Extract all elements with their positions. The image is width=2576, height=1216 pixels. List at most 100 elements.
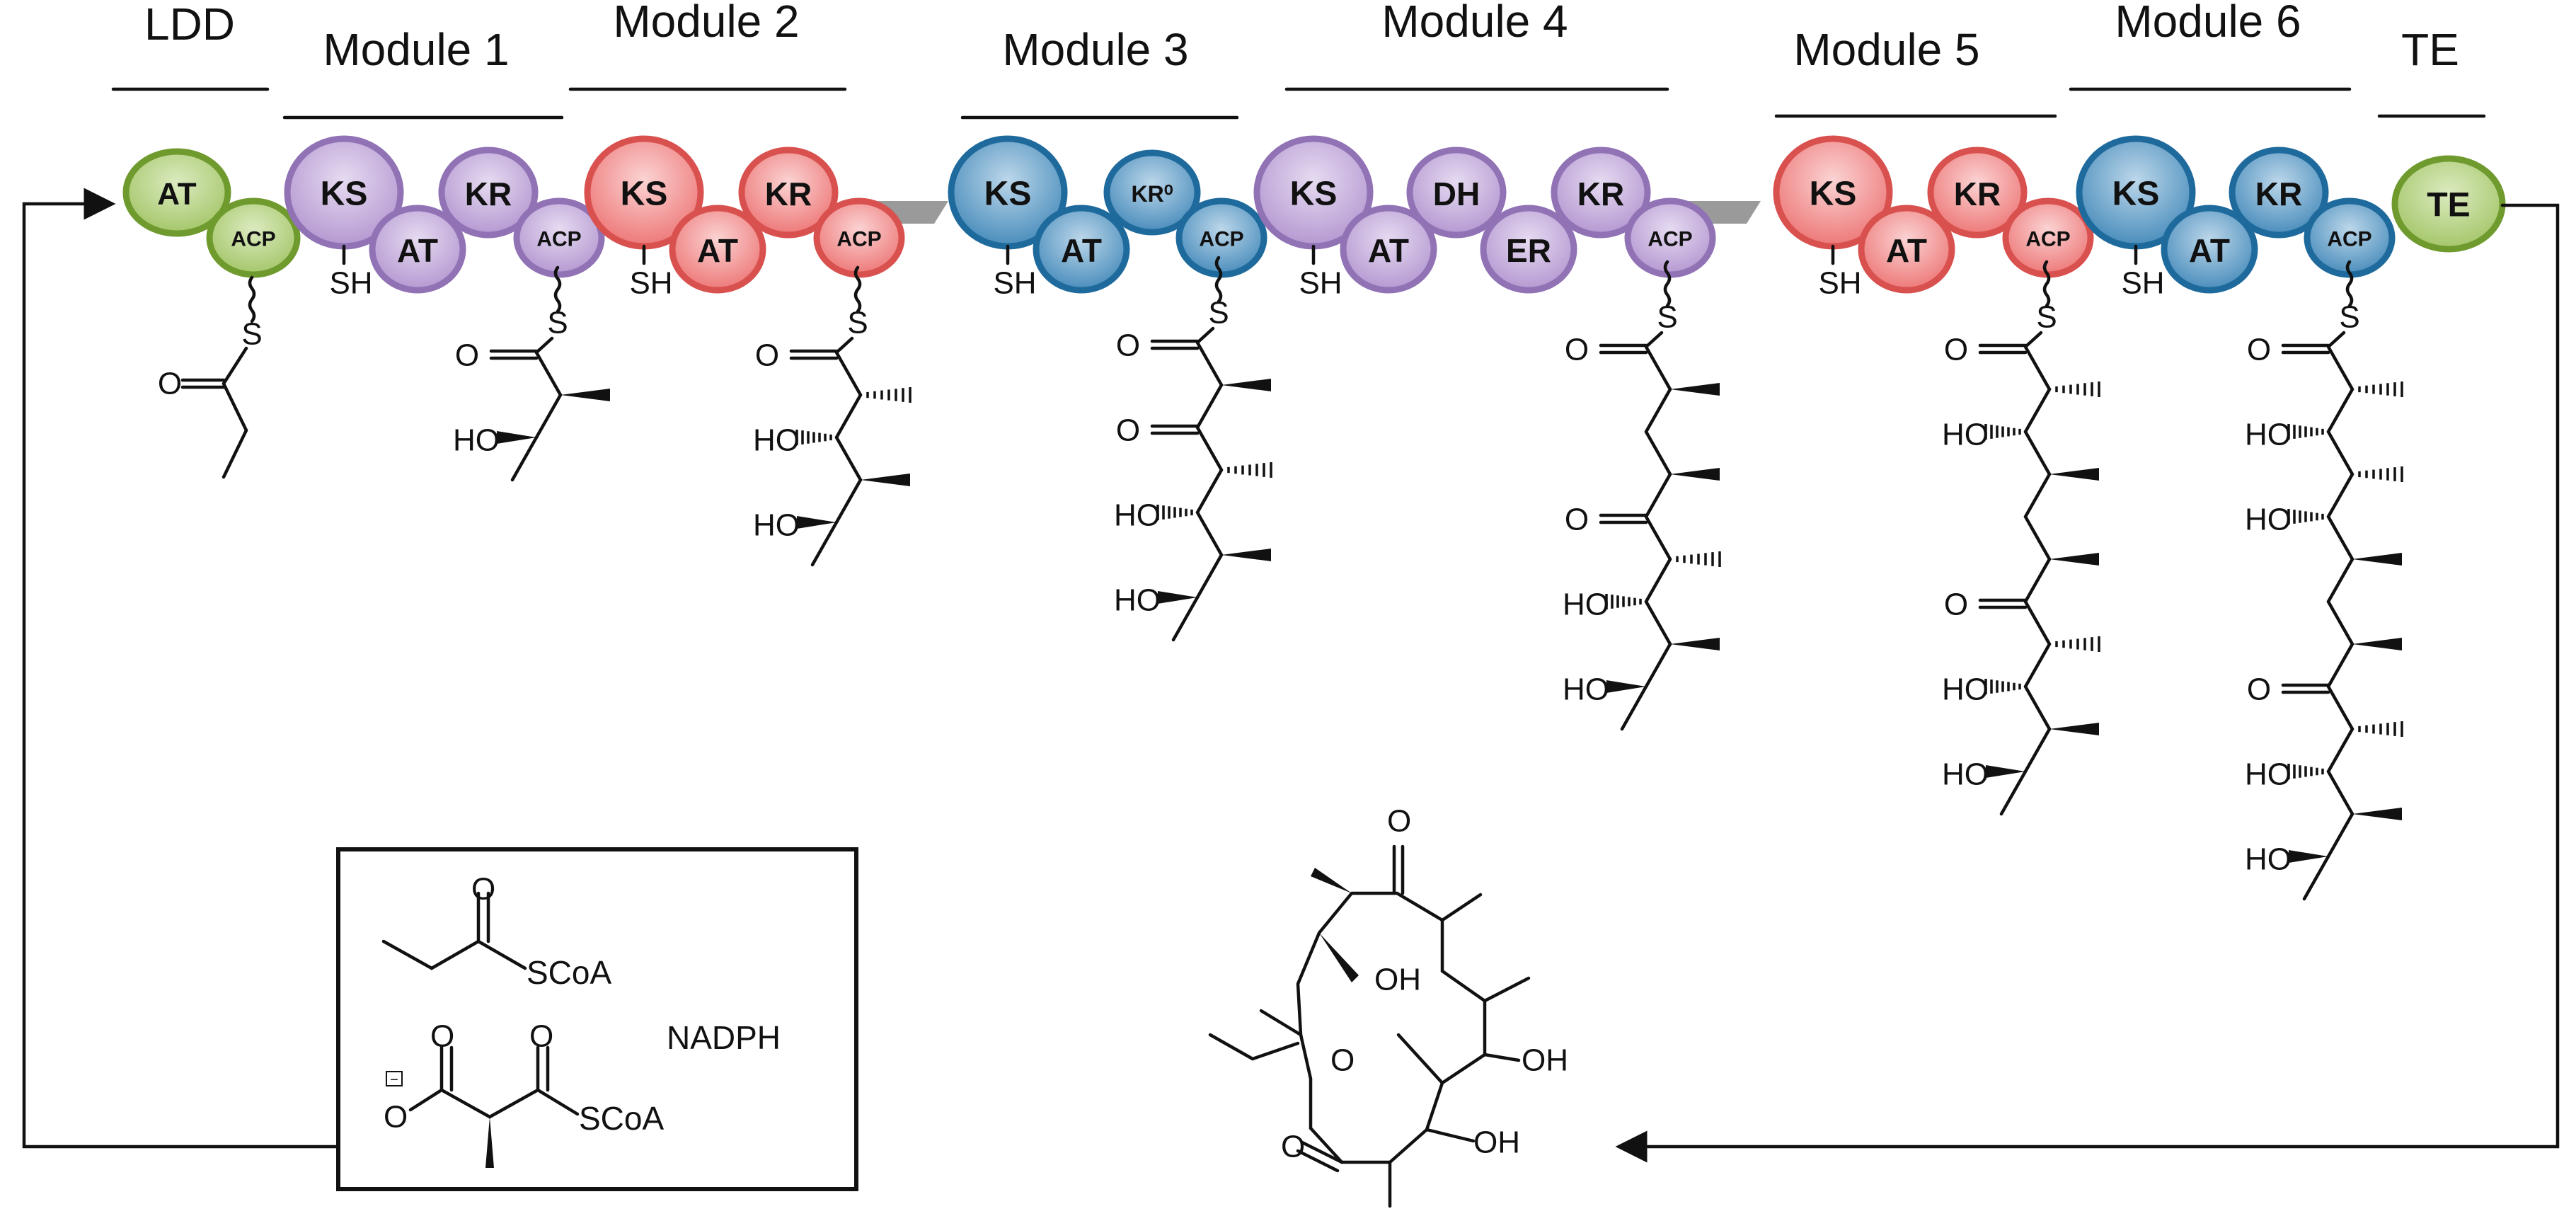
ks-thiol-label: SH	[329, 266, 372, 301]
intermediate-structures: SOSOHOSOHOHOSOOHOHOSOOHOHOSOHOOHOHOSOHOH…	[158, 256, 2403, 901]
ks-thiol-label: SH	[993, 266, 1036, 301]
product-oh-1: OH	[1374, 963, 1421, 997]
propionyl-coa-structure: O SCoA	[381, 872, 611, 991]
thioester-sulfur: S	[1208, 296, 1229, 331]
domain-acp-m4: ACP	[1624, 197, 1716, 278]
module-title-5: Module 5	[1793, 24, 1979, 75]
thioester-sulfur: S	[847, 306, 868, 340]
domain-ks-m2: KS	[584, 135, 704, 250]
domain-label: KR	[465, 176, 512, 212]
domain-acp-m1: ACP	[513, 197, 605, 278]
carbonyl-oxygen: O	[755, 338, 779, 373]
recycle-arrows	[22, 188, 2560, 1163]
carbonyl-oxygen: O	[1944, 587, 1968, 622]
hydroxyl-label: HO	[2245, 503, 2292, 537]
carboxylate-charge: −	[390, 1072, 398, 1088]
domain-acp-m3: ACP	[1175, 197, 1267, 278]
domain-label: KS	[1290, 176, 1338, 213]
thioester-sulfur: S	[241, 317, 262, 352]
domain-label: AT	[397, 232, 438, 269]
domain-label: TE	[2427, 187, 2470, 224]
domain-at-m3: AT	[1033, 205, 1130, 294]
module-title-te: TE	[2401, 24, 2459, 75]
domain-label: KS	[321, 176, 368, 213]
nadph-label: NADPH	[667, 1019, 781, 1056]
carbonyl-oxygen: O	[2247, 333, 2271, 367]
domain-acp-m2: ACP	[813, 197, 905, 278]
domain-at-m0: AT	[122, 148, 231, 237]
domain-label: KR⁰	[1131, 181, 1173, 207]
carbonyl-oxygen: O	[1565, 503, 1589, 537]
carbonyl-oxygen: O	[1565, 333, 1589, 367]
domain-label: ACP	[1199, 228, 1243, 251]
domain-label: AT	[1886, 232, 1927, 269]
hydroxyl-label: HO	[1942, 418, 1989, 452]
hydroxyl-label: HO	[2245, 757, 2292, 792]
domain-dh-m4: DH	[1406, 147, 1507, 239]
hydroxyl-label: HO	[1114, 498, 1161, 533]
domain-kr-m5: KR	[1927, 147, 2028, 239]
macrolactone-product: O OH OH OH O O	[1208, 804, 1568, 1208]
domain-label: KR	[765, 176, 812, 212]
module-title-6: Module 6	[2115, 0, 2301, 47]
domain-label: KR	[2255, 176, 2302, 212]
domain-label: AT	[1368, 232, 1409, 269]
domain-kr-m3: KR⁰	[1103, 149, 1201, 236]
product-oh-3: OH	[1473, 1125, 1520, 1160]
thioester-sulfur: S	[1657, 300, 1677, 335]
hydroxyl-label: HO	[753, 508, 800, 543]
carbonyl-oxygen: O	[455, 338, 479, 373]
domain-label: KS	[621, 176, 668, 213]
module-title-4: Module 4	[1381, 0, 1568, 47]
malonyl-thioester-o: O	[529, 1019, 553, 1054]
product-oh-2: OH	[1522, 1043, 1568, 1078]
domain-label: AT	[1061, 232, 1102, 269]
domains-layer: ATACPKSATKRACPKSATKRACPKSATKR⁰ACPKSATDHE…	[122, 135, 2506, 294]
product-ketone-o: O	[1387, 804, 1411, 839]
carbonyl-oxygen: O	[2247, 672, 2271, 707]
domain-label: KR	[1577, 176, 1624, 212]
domain-label: ACP	[536, 228, 581, 251]
propionyl-carbonyl-o: O	[471, 872, 495, 907]
product-ring-oxygen: O	[1330, 1043, 1355, 1078]
domain-at-m2: AT	[669, 205, 766, 294]
module-title-1: Module 1	[323, 24, 509, 75]
domain-ks-m5: KS	[1773, 135, 1893, 250]
domain-acp-m0: ACP	[206, 197, 301, 278]
domain-label: ER	[1506, 232, 1551, 269]
domain-acp-m5: ACP	[2002, 197, 2094, 278]
domain-label: ACP	[231, 228, 275, 251]
substrate-box: O SCoA O O O − SCoA NADPH	[336, 847, 858, 1191]
hydroxyl-label: HO	[1114, 583, 1161, 618]
module4-pentaketide: S O O HO HO	[1563, 260, 1721, 731]
domain-label: ACP	[2025, 228, 2070, 251]
domain-label: ACP	[2327, 228, 2371, 251]
hydroxyl-label: HO	[1942, 672, 1989, 707]
module-titles: LDD Module 1 Module 2 Module 3 Module 4 …	[111, 0, 2486, 120]
hydroxyl-label: HO	[453, 423, 500, 458]
domain-ks-m3: KS	[948, 135, 1068, 250]
ldd-propionyl-thioester: SO	[158, 275, 263, 479]
hydroxyl-label: HO	[1563, 587, 1609, 622]
product-lactone-o: O	[1281, 1130, 1305, 1164]
module-title-2: Module 2	[613, 0, 799, 47]
domain-er-m4: ER	[1480, 205, 1577, 294]
carboxylate-oxygen: O	[384, 1100, 408, 1135]
hydroxyl-label: HO	[753, 423, 800, 458]
domain-at-m5: AT	[1858, 205, 1955, 294]
substrate-box-frame	[336, 847, 858, 1191]
module-title-ldd: LDD	[144, 0, 235, 50]
hydroxyl-label: HO	[1563, 672, 1609, 707]
domain-label: ACP	[1648, 228, 1692, 251]
domain-label: AT	[2189, 232, 2230, 269]
domain-kr-m1: KR	[438, 147, 539, 239]
ks-thiol-label: SH	[2121, 266, 2164, 301]
domain-at-m1: AT	[369, 205, 466, 294]
module-title-3: Module 3	[1002, 24, 1188, 75]
domain-te-m7: TE	[2391, 155, 2506, 253]
domain-kr-m6: KR	[2229, 147, 2329, 239]
